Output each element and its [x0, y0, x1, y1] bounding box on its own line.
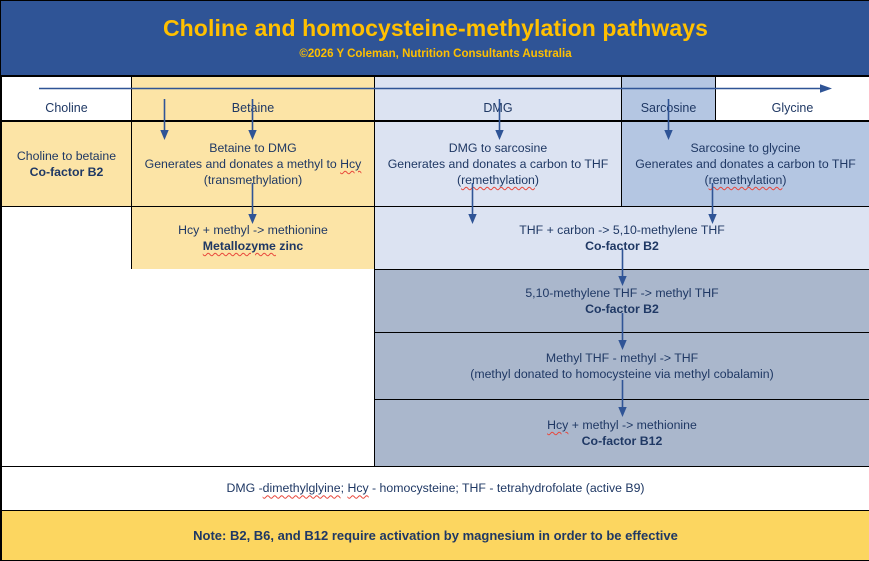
- pathway-label-betaine: Betaine: [131, 76, 375, 121]
- legend-row: DMG -dimethylglyine; Hcy - homocysteine;…: [1, 466, 869, 511]
- pathway-label-choline: Choline: [1, 76, 132, 121]
- reaction-thf-carbon-methylene: THF + carbon -> 5,10-methylene THF Co-fa…: [374, 206, 869, 270]
- pathway-label-dmg: DMG: [374, 76, 622, 121]
- step-dmg-to-sarcosine: DMG to sarcosine Generates and donates a…: [374, 121, 622, 207]
- page-title: Choline and homocysteine-methylation pat…: [162, 14, 709, 41]
- pathway-label-glycine: Glycine: [715, 76, 869, 121]
- hcy-b12-line1: Hcy + methyl -> methionine: [547, 417, 697, 432]
- pathway-label-sarcosine: Sarcosine: [621, 76, 716, 121]
- empty-cell-lower-left: [1, 269, 375, 467]
- note-text: Note: B2, B6, and B12 require activation…: [193, 527, 678, 543]
- empty-cell-left: [1, 206, 132, 270]
- note-row: Note: B2, B6, and B12 require activation…: [1, 510, 869, 561]
- reaction-methyl-thf-to-thf: Methyl THF - methyl -> THF (methyl donat…: [374, 332, 869, 400]
- reaction-methylene-to-methyl-thf: 5,10-methylene THF -> methyl THF Co-fact…: [374, 269, 869, 333]
- step-sarcosine-line3: (remethylation): [704, 173, 787, 188]
- step-sarcosine-to-glycine: Sarcosine to glycine Generates and donat…: [621, 121, 869, 207]
- step-choline-to-betaine: Choline to betaine Co-factor B2: [1, 121, 132, 207]
- reaction-hcy-methionine-zinc: Hcy + methyl -> methionine Metallozyme z…: [131, 206, 375, 270]
- metallozyme-line: Metallozyme zinc: [202, 239, 304, 253]
- copyright-line: ©2026 Y Coleman, Nutrition Consultants A…: [299, 48, 572, 61]
- step-betaine-line2: Generates and donates a methyl to Hcy: [144, 156, 362, 171]
- reaction-hcy-methionine-b12: Hcy + methyl -> methionine Co-factor B12: [374, 399, 869, 467]
- step-betaine-to-dmg: Betaine to DMG Generates and donates a m…: [131, 121, 375, 207]
- step-dmg-line3: (remethylation): [456, 173, 540, 188]
- legend-text: DMG -dimethylglyine; Hcy - homocysteine;…: [226, 481, 645, 496]
- title-banner: Choline and homocysteine-methylation pat…: [1, 1, 869, 76]
